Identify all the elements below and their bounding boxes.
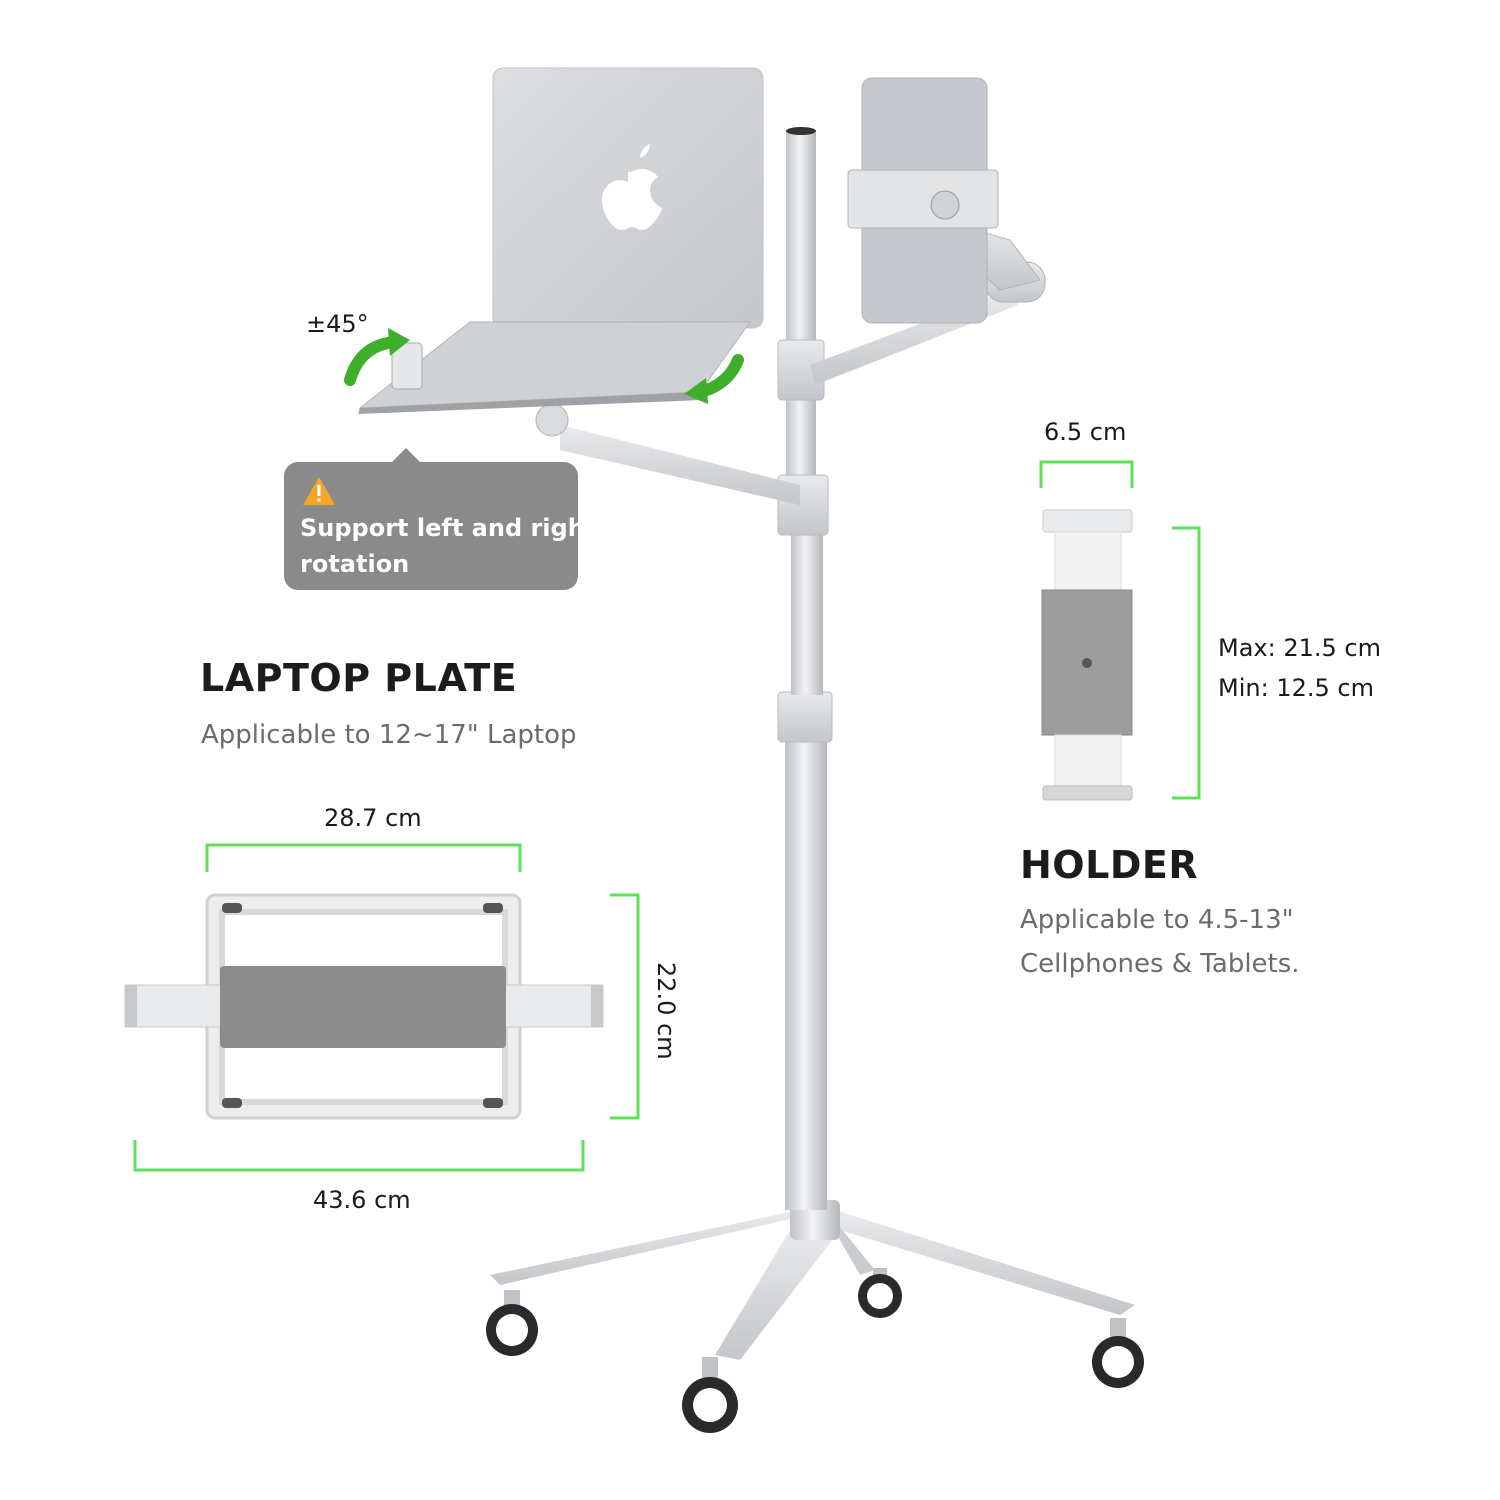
laptop-plate-subtitle: Applicable to 12~17" Laptop xyxy=(201,720,577,750)
holder-min-label: Min: 12.5 cm xyxy=(1218,674,1374,702)
stand-pole xyxy=(777,127,833,1210)
holder-subtitle-line-1: Applicable to 4.5-13" xyxy=(1020,905,1294,935)
callout-line-2: rotation xyxy=(300,550,410,578)
laptop-plate-total-width-label: 43.6 cm xyxy=(313,1186,411,1214)
rotation-callout: Support left and right rotation xyxy=(284,448,596,590)
rotation-arrows-icon xyxy=(344,328,744,404)
laptop-plate-depth-label: 22.0 cm xyxy=(652,962,680,1060)
holder-diagram xyxy=(1041,509,1133,801)
caster-wheels xyxy=(486,1268,1144,1433)
dimension-lines xyxy=(133,460,1201,1172)
rotation-angle-label: ±45° xyxy=(306,310,369,338)
stand-base xyxy=(490,1200,1135,1360)
callout-line-1: Support left and right xyxy=(300,514,597,542)
laptop-plate-diagram xyxy=(124,893,604,1120)
holder-subtitle-line-2: Cellphones & Tablets. xyxy=(1020,949,1300,979)
warning-icon xyxy=(303,477,335,505)
holder-max-label: Max: 21.5 cm xyxy=(1218,634,1381,662)
holder-width-label: 6.5 cm xyxy=(1044,418,1127,446)
laptop-plate-title: LAPTOP PLATE xyxy=(200,656,518,700)
laptop-illustration xyxy=(358,67,764,414)
tablet-illustration xyxy=(847,77,999,324)
laptop-plate-width-label: 28.7 cm xyxy=(324,804,422,832)
holder-title: HOLDER xyxy=(1020,843,1199,887)
